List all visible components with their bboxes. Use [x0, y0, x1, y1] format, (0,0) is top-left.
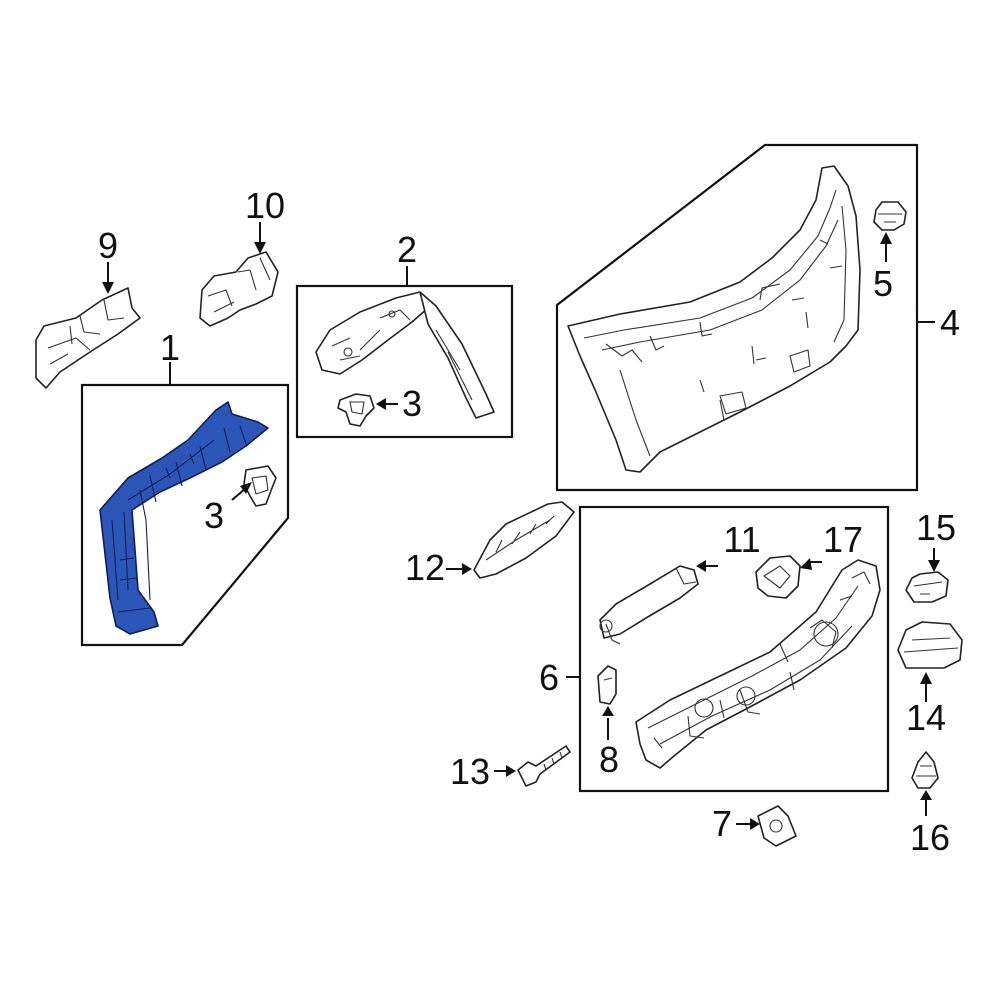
callout-5: 5 [873, 263, 893, 304]
part-1-trim-panel[interactable] [99, 401, 269, 635]
group-box-1 [80, 383, 290, 647]
part-14-license-lamp[interactable] [897, 621, 963, 669]
callout-7: 7 [712, 803, 732, 844]
group-4 [555, 143, 935, 492]
callout-12: 12 [405, 547, 445, 588]
part-13-screw[interactable] [517, 745, 571, 787]
part-7-nut-clip[interactable] [757, 805, 797, 847]
part-10-bracket[interactable] [199, 251, 279, 327]
callout-17: 17 [823, 519, 863, 560]
group-box-4 [555, 143, 919, 492]
callout-10: 10 [245, 185, 285, 226]
callout-3-lower: 3 [204, 495, 224, 536]
part-12-garnish[interactable] [473, 501, 575, 579]
part-11-handle[interactable] [599, 565, 699, 645]
callout-2: 2 [397, 229, 417, 270]
part-9-bracket[interactable] [35, 287, 141, 389]
callout-4: 4 [940, 302, 960, 343]
group-6 [566, 505, 890, 793]
part-8-cover[interactable] [597, 665, 617, 705]
part-6-lower-trim[interactable] [635, 559, 881, 769]
part-5-push-pin[interactable] [873, 201, 907, 231]
callout-8: 8 [599, 739, 619, 780]
callout-9: 9 [98, 225, 118, 266]
callout-6: 6 [539, 657, 559, 698]
part-16-clip[interactable] [911, 751, 939, 789]
callout-14: 14 [906, 697, 946, 738]
part-15-bulb-socket[interactable] [905, 571, 949, 603]
group-box-2 [295, 284, 514, 439]
group-2 [295, 266, 514, 439]
part-2-upper-trim[interactable] [315, 291, 495, 419]
callout-1: 1 [160, 327, 180, 368]
part-3-clip-upper[interactable] [337, 393, 375, 427]
group-1 [80, 362, 290, 647]
group-box-6 [578, 505, 890, 793]
callout-11: 11 [723, 519, 760, 560]
callout-15: 15 [916, 507, 956, 548]
part-4-liftgate-trim-panel[interactable] [567, 165, 861, 473]
callout-13: 13 [450, 751, 490, 792]
callout-3-upper: 3 [402, 383, 422, 424]
callout-16: 16 [910, 817, 950, 858]
part-17-clip[interactable] [755, 555, 801, 599]
